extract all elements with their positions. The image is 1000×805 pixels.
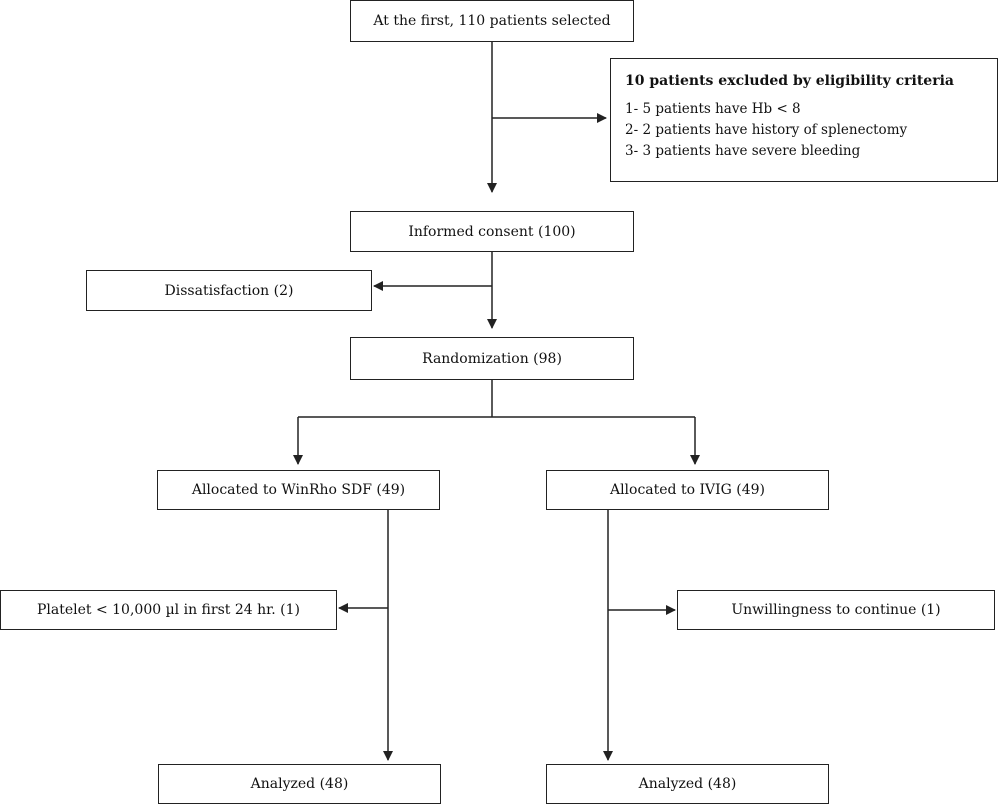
platelet-label: Platelet < 10,000 µl in first 24 hr. (1) — [36, 602, 301, 618]
analyzed-right-box: Analyzed (48) — [546, 764, 829, 804]
exclusion-title: 10 patients excluded by eligibility crit… — [625, 73, 954, 89]
unwilling-box: Unwillingness to continue (1) — [677, 590, 995, 630]
analyzed-left-label: Analyzed (48) — [250, 776, 349, 792]
analyzed-right-label: Analyzed (48) — [638, 776, 737, 792]
dissatisfaction-label: Dissatisfaction (2) — [164, 282, 294, 299]
exclusion-item: 1- 5 patients have Hb < 8 — [625, 101, 801, 117]
exclusion-box: 10 patients excluded by eligibility crit… — [610, 58, 998, 182]
dissatisfaction-box: Dissatisfaction (2) — [86, 270, 372, 311]
exclusion-item: 3- 3 patients have severe bleeding — [625, 143, 861, 159]
exclusion-item: 2- 2 patients have history of splenectom… — [625, 122, 908, 138]
randomization-box: Randomization (98) — [350, 337, 634, 380]
ivig-label: Allocated to IVIG (49) — [609, 482, 766, 498]
ivig-box: Allocated to IVIG (49) — [546, 470, 829, 510]
consent-label: Informed consent (100) — [408, 223, 576, 240]
unwilling-label: Unwillingness to continue (1) — [731, 602, 941, 618]
platelet-box: Platelet < 10,000 µl in first 24 hr. (1) — [0, 590, 337, 630]
consent-box: Informed consent (100) — [350, 211, 634, 252]
randomization-label: Randomization (98) — [422, 350, 562, 367]
selected-label: At the first, 110 patients selected — [373, 13, 611, 29]
winrho-box: Allocated to WinRho SDF (49) — [157, 470, 440, 510]
winrho-label: Allocated to WinRho SDF (49) — [191, 482, 406, 498]
selected-box: At the first, 110 patients selected — [350, 0, 634, 42]
analyzed-left-box: Analyzed (48) — [158, 764, 441, 804]
